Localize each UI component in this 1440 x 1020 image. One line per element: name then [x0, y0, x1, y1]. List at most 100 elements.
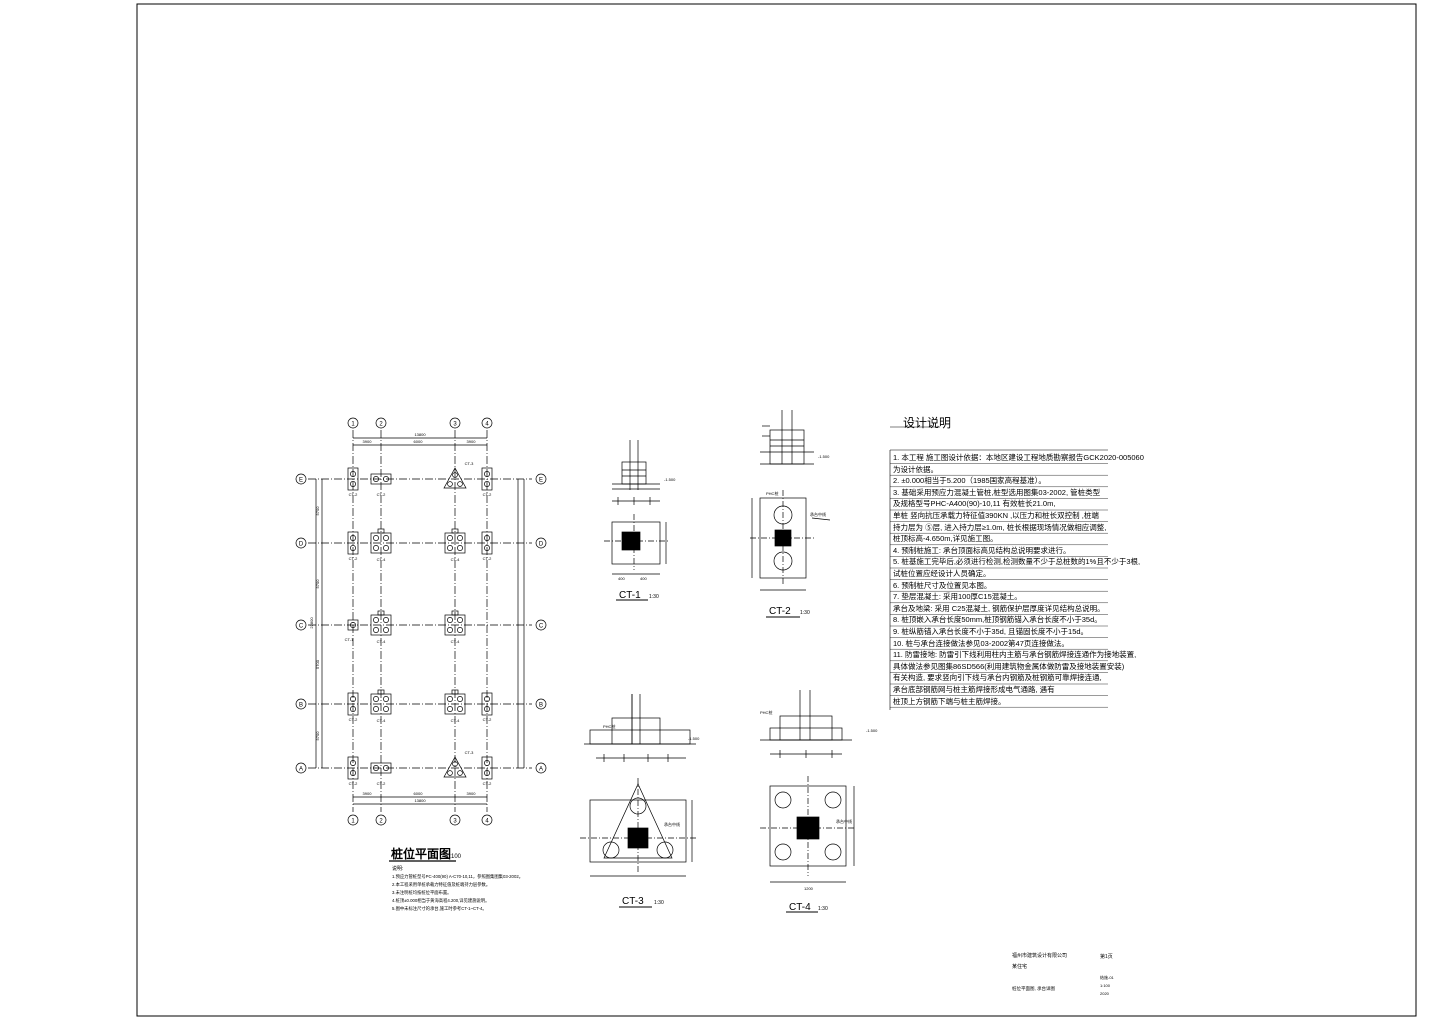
note-line: 7. 垫层混凝土: 采用100厚C15混凝土。 — [893, 592, 1022, 602]
cap-label-ct2: CT-2 — [349, 781, 358, 786]
pile-circle — [350, 622, 356, 628]
ct4-scale: 1:30 — [818, 906, 828, 912]
pile-circle — [447, 627, 453, 633]
note-line: 8. 桩顶嵌入承台长度50mm,桩顶钢筋锚入承台长度不小于35d。 — [893, 615, 1102, 625]
axis-label-bottom: 2 — [379, 819, 383, 825]
tb-code2: 1:100 — [1100, 983, 1111, 988]
pile-circle — [484, 770, 490, 776]
cap-label-ct3: CT-3 — [465, 750, 474, 755]
note-line: 2. ±0.000相当于5.200（1985国家高程基准）。 — [893, 476, 1046, 486]
pile-circle — [350, 760, 356, 766]
axis-bubble-right — [535, 762, 547, 774]
dim-total-top: 13800 — [414, 432, 426, 437]
dim-total-bottom: 13800 — [414, 798, 426, 803]
dim-bottom: 3900 — [467, 791, 477, 796]
pile-cap-ct2 — [481, 467, 493, 491]
ct1-elev: -1.500 — [664, 477, 676, 482]
pile-circle — [350, 481, 356, 487]
axis-label-top: 2 — [379, 422, 383, 428]
dim-top: 3900 — [467, 439, 477, 444]
tb-drawing-name: 桩位平面图, 承台详图 — [1012, 985, 1055, 992]
pile-cap-ct2 — [347, 692, 359, 716]
pile-circle — [383, 696, 389, 702]
plan-title: 桩位平面图 — [391, 846, 451, 861]
ct3-cap-text: 承台中线 — [664, 821, 680, 827]
axis-bubble-left — [295, 698, 307, 710]
note-line: 6. 预制桩尺寸及位置见本图。 — [893, 580, 992, 590]
pile-circle — [457, 627, 463, 633]
plan-note-1: 1.预应力管桩型号PC-400(90) A-C70-10,11，参照图集图集03… — [392, 873, 523, 880]
cap-label-ct2: CT-2 — [377, 492, 386, 497]
ct2-scale: 1:30 — [800, 610, 810, 616]
pile-cap-ct2 — [481, 692, 493, 716]
pile-circle — [373, 706, 379, 712]
axis-label-left: C — [299, 624, 304, 630]
pile-circle — [383, 545, 389, 551]
note-line: 5. 桩基施工完毕后,必须进行检测,检测数量不少于总桩数的1%且不少于3根, — [893, 557, 1141, 567]
axis-bubble-top — [481, 417, 493, 429]
cap-label-ct4: CT-4 — [377, 557, 386, 562]
pile-circle — [484, 471, 490, 477]
ct4-cap-text: 承台中线 — [836, 818, 852, 824]
note-line: 9. 桩纵筋锚入承台长度不小于35d, 且锚固长度不小于15d。 — [893, 627, 1089, 636]
axis-label-top: 1 — [351, 422, 355, 428]
pile-cap-ct2 — [370, 473, 392, 485]
dim-bottom: 6000 — [414, 791, 424, 796]
pile-circle — [350, 535, 356, 541]
dim-left: 5700 — [315, 659, 320, 669]
note-line: 3. 基础采用预应力混凝土管桩,桩型选用图集03-2002, 管桩类型 — [893, 487, 1101, 497]
sheet-border — [136, 3, 1417, 1017]
ct2-label: CT-2 — [769, 606, 791, 617]
pile-circle — [350, 770, 356, 776]
cap-label-ct2: CT-2 — [349, 556, 358, 561]
dim-bottom: 3900 — [363, 791, 373, 796]
pile-circle — [457, 706, 463, 712]
pile-circle — [373, 696, 379, 702]
note-line: 有关构造, 要求竖向引下线与承台内钢筋及桩钢筋可靠焊接连通, — [893, 673, 1102, 683]
notes-table — [889, 426, 1108, 710]
ct1-dim-b: 400 — [640, 576, 647, 581]
pile-circle — [383, 476, 389, 482]
axis-bubble-left — [295, 762, 307, 774]
column-stub — [451, 689, 459, 695]
axis-bubble-left — [295, 537, 307, 549]
column-stub — [451, 528, 459, 534]
cap-label-ct2: CT-2 — [483, 781, 492, 786]
note-line: 具体做法参见图集86SD566(利用建筑物金属体做防雷及接地装置安装) — [893, 661, 1125, 671]
pile-circle — [447, 481, 453, 487]
ct2-pile: PHC桩 — [766, 490, 778, 496]
pile-cap-ct3 — [443, 467, 467, 489]
axis-label-bottom: 3 — [453, 819, 457, 825]
pile-circle — [457, 545, 463, 551]
ct3-elev: -1.500 — [688, 736, 700, 741]
pile-circle — [447, 770, 453, 776]
note-line: 为设计依据。 — [893, 464, 938, 474]
column-stub — [451, 610, 459, 616]
axis-bubble-right — [535, 619, 547, 631]
pile-circle — [373, 476, 379, 482]
ct3-label: CT-3 — [622, 896, 644, 907]
pile-cap-ct2 — [481, 531, 493, 555]
cap-label-ct2: CT-2 — [483, 556, 492, 561]
pile-circle — [457, 696, 463, 702]
axis-bubble-bottom — [449, 814, 461, 826]
pile-circle — [484, 481, 490, 487]
tb-project: 某住宅 — [1012, 963, 1027, 970]
pile-circle — [373, 535, 379, 541]
axis-bubble-left — [295, 619, 307, 631]
note-line: 1. 本工程 施工图设计依据：本地区建设工程地质勘察报告GCK2020-0050… — [893, 453, 1144, 462]
cap-label-ct2: CT-2 — [349, 492, 358, 497]
notes-rules — [890, 463, 1108, 708]
plan-scale: 1:100 — [446, 854, 462, 860]
cap-label-ct4: CT-4 — [377, 718, 386, 723]
pile-circle — [383, 627, 389, 633]
axis-bubble-top — [375, 417, 387, 429]
ct4-label: CT-4 — [789, 902, 811, 913]
axis-bubble-left — [295, 473, 307, 485]
ct3-scale: 1:30 — [654, 900, 664, 906]
pile-cap-ct3 — [443, 756, 467, 778]
axis-bubble-top — [347, 417, 359, 429]
